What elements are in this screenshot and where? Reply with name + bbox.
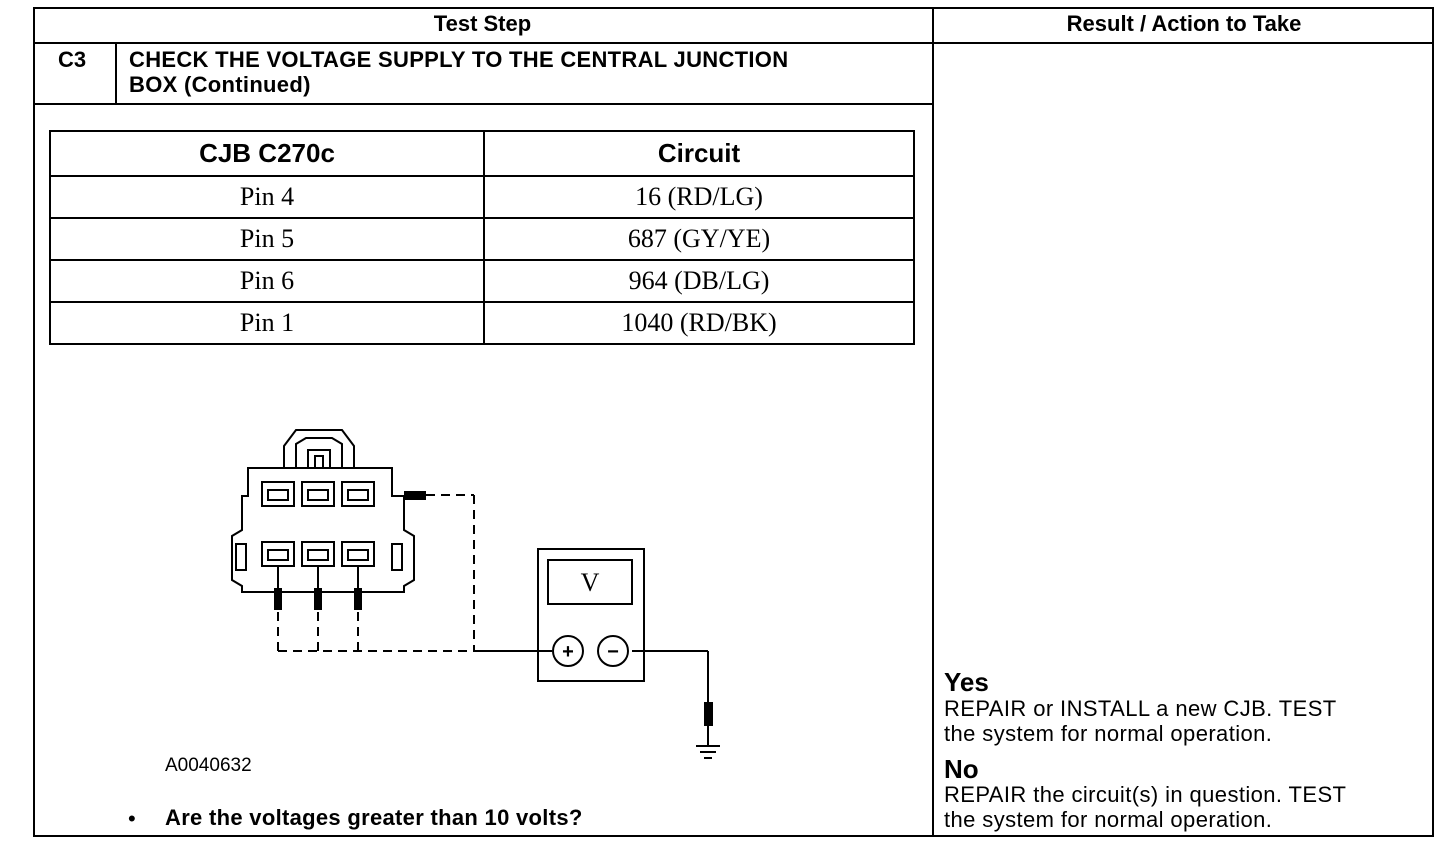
pin-circuit-table: CJB C270c Circuit Pin 4 16 (RD/LG) Pin 5… (49, 130, 915, 345)
header-test-step: Test Step (433, 11, 532, 36)
col-header-circuit: Circuit (483, 130, 915, 177)
terminal-cavity (261, 541, 295, 567)
step-title-line2: BOX (Continued) (129, 72, 311, 97)
table-row: Pin 5 687 (GY/YE) (49, 217, 915, 261)
pin-table-header-row: CJB C270c Circuit (49, 130, 915, 177)
figure-id: A0040632 (165, 755, 252, 776)
no-action-line2: the system for normal operation. (944, 807, 1273, 832)
pin-cell: Pin 1 (49, 301, 485, 345)
probe-tip (314, 588, 322, 610)
terminal-cavity (301, 541, 335, 567)
terminal-cavity (301, 481, 335, 507)
column-divider (932, 7, 934, 837)
voltmeter-body (537, 548, 645, 682)
table-row: Pin 1 1040 (RD/BK) (49, 301, 915, 345)
connector-latch (283, 429, 355, 468)
ground-probe-tip (704, 702, 713, 726)
circuit-cell: 16 (RD/LG) (483, 175, 915, 219)
table-row: Pin 4 16 (RD/LG) (49, 175, 915, 219)
meter-display-text: V (581, 568, 600, 597)
pin-cell: Pin 6 (49, 259, 485, 303)
step-title-line1: CHECK THE VOLTAGE SUPPLY TO THE CENTRAL … (129, 47, 789, 72)
test-question: Are the voltages greater than 10 volts? (165, 805, 583, 830)
step-number-divider (115, 42, 117, 104)
probe-tip (354, 588, 362, 610)
pin-cell: Pin 4 (49, 175, 485, 219)
no-action-line1: REPAIR the circuit(s) in question. TEST (944, 782, 1347, 807)
terminal-cavity (261, 481, 295, 507)
terminal-cavity (341, 541, 375, 567)
header-result-action: Result / Action to Take (1066, 11, 1302, 36)
circuit-cell: 1040 (RD/BK) (483, 301, 915, 345)
yes-action: REPAIR or INSTALL a new CJB. TEST the sy… (944, 696, 1337, 746)
pin-cell: Pin 5 (49, 217, 485, 261)
yes-label: Yes (944, 667, 989, 697)
terminal-cavity (341, 481, 375, 507)
circuit-cell: 964 (DB/LG) (483, 259, 915, 303)
no-label: No (944, 754, 979, 784)
probe-tip (274, 588, 282, 610)
positive-terminal (552, 635, 584, 667)
step-title-divider (33, 103, 933, 105)
probe-tip (404, 491, 426, 500)
header-divider (33, 42, 1434, 44)
col-header-connector: CJB C270c (49, 130, 485, 177)
yes-action-line2: the system for normal operation. (944, 721, 1273, 746)
procedure-table (33, 7, 1434, 837)
plus-icon: + (562, 641, 574, 663)
bullet: • (128, 806, 136, 831)
circuit-cell: 687 (GY/YE) (483, 217, 915, 261)
negative-terminal (597, 635, 629, 667)
connector-body (231, 467, 415, 593)
step-number: C3 (58, 47, 87, 72)
yes-action-line1: REPAIR or INSTALL a new CJB. TEST (944, 696, 1337, 721)
no-action: REPAIR the circuit(s) in question. TEST … (944, 782, 1346, 832)
step-title: CHECK THE VOLTAGE SUPPLY TO THE CENTRAL … (129, 47, 788, 97)
minus-icon: − (607, 641, 619, 663)
voltmeter-display (547, 559, 633, 605)
table-row: Pin 6 964 (DB/LG) (49, 259, 915, 303)
